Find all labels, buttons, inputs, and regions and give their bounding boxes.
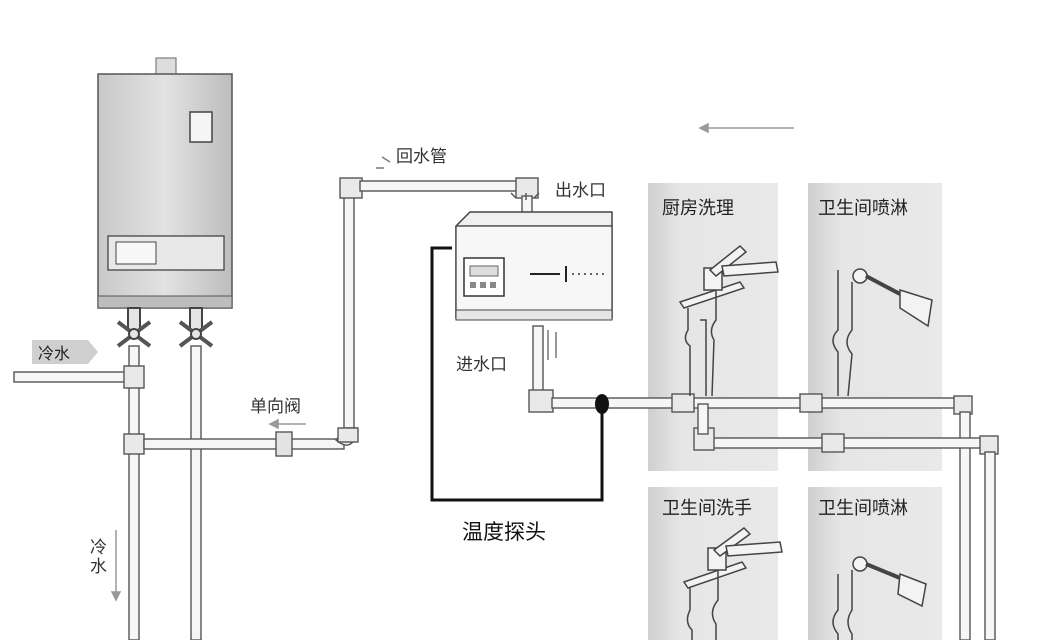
washbasin-faucet-icon (682, 527, 783, 640)
heater-valve-left (116, 307, 152, 348)
temp-probe-sensor (595, 394, 609, 414)
room-label-shower-1: 卫生间喷淋 (818, 198, 908, 219)
circulation-pump (455, 211, 613, 321)
kitchen-faucet-icon (678, 244, 779, 397)
outlet-label: 出水口 (555, 181, 606, 201)
heater-valve-right (178, 307, 214, 348)
room-panel-kitchen (648, 183, 778, 471)
room-label-kitchen: 厨房洗理 (662, 198, 734, 219)
return-pipe-label: 回水管 (396, 147, 447, 167)
room-label-shower-2: 卫生间喷淋 (818, 498, 908, 519)
temp-probe-wire (430, 246, 604, 502)
cold-water-in-label: 冷水 (38, 344, 71, 363)
inlet-label: 进水口 (456, 355, 507, 375)
check-valve-label: 单向阀 (250, 397, 301, 417)
room-label-washbasin: 卫生间洗手 (662, 498, 752, 519)
shower-head-icon-2 (832, 556, 927, 640)
pipes (13, 177, 999, 640)
shower-head-icon (832, 268, 933, 397)
room-panel-shower-1 (808, 183, 942, 471)
room-panel-shower-2 (808, 487, 942, 640)
cold-water-tag (32, 340, 98, 364)
flow-arrows (110, 122, 794, 602)
temp-probe-label: 温度探头 (462, 520, 546, 544)
water-heater (97, 57, 233, 309)
cold-water-down-label: 冷水 (86, 538, 106, 576)
